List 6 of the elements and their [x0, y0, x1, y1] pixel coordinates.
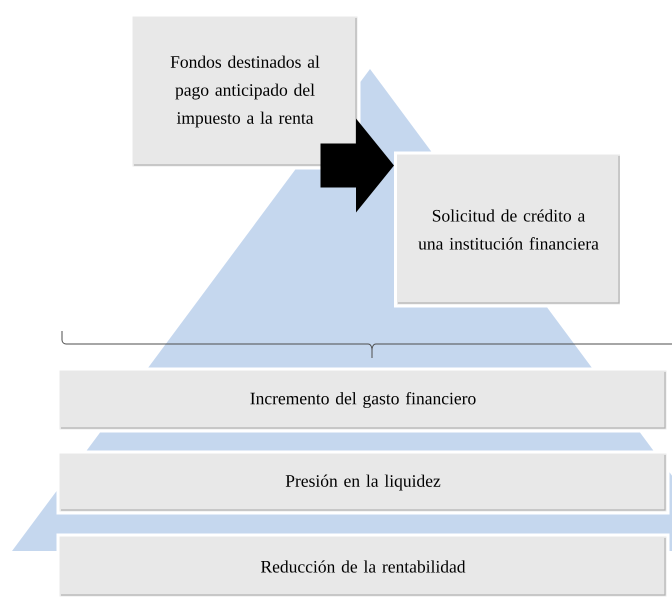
text-box: Solicitud de crédito a una institución financiera	[394, 152, 623, 308]
text-box: Reducción de la rentabilidad	[56, 534, 670, 600]
block-arrow	[320, 118, 394, 212]
text-box: Incremento del gasto financiero	[56, 368, 670, 432]
text-box: Fondos destinados al pago anticipado del impuesto a la renta	[130, 14, 360, 170]
text-box: Presión en la liquidez	[56, 450, 670, 514]
